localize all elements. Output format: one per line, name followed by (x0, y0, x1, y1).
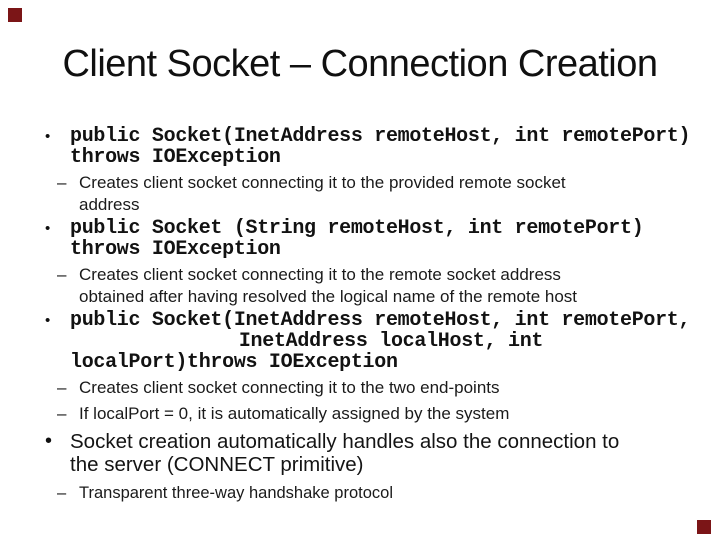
slide-body: • public Socket(InetAddress remoteHost, … (0, 126, 720, 503)
sub-bullet-4-1: – Transparent three-way handshake protoc… (57, 483, 712, 503)
sub-bullet-text: address (79, 194, 140, 214)
code-line: InetAddress localHost, int (238, 329, 544, 353)
text-block-4: Socket creation automatically handles al… (70, 430, 712, 476)
code-line: public Socket(InetAddress remoteHost, in… (70, 308, 691, 332)
sub-bullet-text: Creates client socket connecting it to t… (79, 264, 561, 284)
code-line: localPort)throws IOException (70, 350, 398, 374)
dash-icon: – (57, 403, 67, 423)
sub-bullet-text: Creates client socket connecting it to t… (79, 172, 566, 192)
sub-bullet-text: Transparent three-way handshake protocol (79, 483, 393, 502)
code-block-2: public Socket (String remoteHost, int re… (70, 218, 712, 260)
code-line: public Socket(InetAddress remoteHost, in… (70, 124, 691, 148)
corner-mark-top-left (8, 8, 22, 22)
slide-title: Client Socket – Connection Creation (62, 43, 658, 85)
bullet-item-4: • Socket creation automatically handles … (45, 430, 712, 476)
dash-icon: – (57, 377, 67, 397)
sub-bullet-1-1: – Creates client socket connecting it to… (57, 172, 712, 216)
dash-icon: – (57, 483, 67, 502)
text-line: the server (CONNECT primitive) (70, 452, 364, 476)
sub-bullet-text: Creates client socket connecting it to t… (79, 377, 500, 397)
code-line: public Socket (String remoteHost, int re… (70, 216, 644, 240)
bullet-icon: • (45, 127, 51, 145)
bullet-icon: • (45, 311, 51, 329)
bullet-icon: • (45, 219, 51, 237)
corner-mark-bottom-right (697, 520, 711, 534)
bullet-item-1: • public Socket(InetAddress remoteHost, … (45, 126, 712, 168)
bullet-icon: • (45, 429, 53, 452)
sub-bullet-3-2: – If localPort = 0, it is automatically … (57, 403, 712, 425)
sub-bullet-2-1: – Creates client socket connecting it to… (57, 264, 712, 308)
bullet-item-3: • public Socket(InetAddress remoteHost, … (45, 310, 712, 373)
sub-bullet-text: obtained after having resolved the logic… (79, 286, 578, 306)
code-line: throws IOException (70, 237, 281, 261)
sub-bullet-text: If localPort = 0, it is automatically as… (79, 403, 510, 423)
text-line: Socket creation automatically handles al… (70, 429, 620, 453)
code-line: throws IOException (70, 145, 281, 169)
code-block-1: public Socket(InetAddress remoteHost, in… (70, 126, 712, 168)
code-block-3: public Socket(InetAddress remoteHost, in… (70, 310, 712, 373)
sub-bullet-3-1: – Creates client socket connecting it to… (57, 377, 712, 399)
dash-icon: – (57, 172, 67, 192)
bullet-item-2: • public Socket (String remoteHost, int … (45, 218, 712, 260)
dash-icon: – (57, 264, 67, 284)
